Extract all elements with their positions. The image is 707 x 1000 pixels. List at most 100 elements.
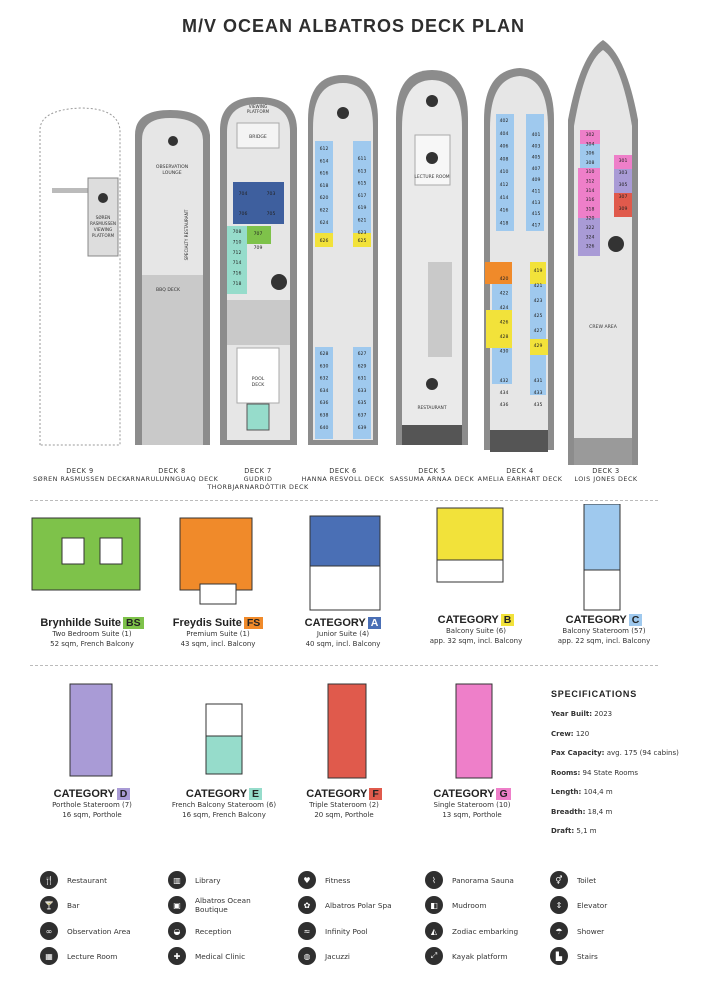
category-name: Brynhilde Suite bbox=[40, 617, 122, 629]
svg-text:LOUNGE: LOUNGE bbox=[162, 170, 181, 176]
cabin-number: 314 bbox=[586, 188, 595, 194]
cabin-number: 623 bbox=[358, 230, 367, 236]
cabin-number: 707 bbox=[254, 231, 263, 237]
cabin-number: 302 bbox=[586, 132, 595, 138]
cabin-number: 307 bbox=[619, 194, 628, 200]
cabin-number: 709 bbox=[254, 245, 263, 251]
legend-item: ∞Observation Area bbox=[40, 922, 131, 940]
cabin-number: 320 bbox=[586, 216, 595, 222]
library-icon: ▥ bbox=[168, 871, 186, 889]
svg-text:PLATFORM: PLATFORM bbox=[247, 109, 270, 114]
category-description: Junior Suite (4) bbox=[316, 630, 370, 638]
svg-text:SØREN: SØREN bbox=[96, 215, 111, 220]
svg-text:PLATFORM: PLATFORM bbox=[92, 233, 115, 238]
spa-icon: ✿ bbox=[298, 896, 316, 914]
category-size: 20 sqm, Porthole bbox=[314, 811, 374, 819]
category-description: Balcony Stateroom (57) bbox=[562, 627, 646, 635]
spec-row: Rooms: 94 State Rooms bbox=[551, 768, 638, 777]
legend-label: Zodiac embarking bbox=[452, 926, 519, 936]
deck-7-name: GUDRID THORBJARNARDÓTTIR DECK bbox=[207, 475, 309, 491]
legend-label: Stairs bbox=[577, 951, 598, 961]
cabin-number: 640 bbox=[320, 425, 329, 431]
cabin-number: 710 bbox=[233, 239, 242, 245]
category-code-badge: B bbox=[500, 614, 515, 626]
cabin-number: 629 bbox=[358, 363, 367, 369]
svg-text:DECK: DECK bbox=[252, 382, 266, 388]
cabin-number: 706 bbox=[239, 211, 248, 217]
fitness-icon: ♥ bbox=[298, 871, 316, 889]
category-code-badge: C bbox=[628, 614, 643, 626]
category-description: Single Stateroom (10) bbox=[433, 801, 511, 809]
category-code-badge: G bbox=[496, 788, 511, 800]
legend-item: ◧Mudroom bbox=[425, 896, 486, 914]
deck-3-name: LOIS JONES DECK bbox=[574, 475, 638, 483]
category-description: Porthole Stateroom (7) bbox=[52, 801, 132, 809]
legend-item: ✿Albatros Polar Spa bbox=[298, 896, 392, 914]
cabin-number: 415 bbox=[532, 211, 541, 217]
shower-icon: ☂ bbox=[550, 922, 568, 940]
category-size: 43 sqm, incl. Balcony bbox=[180, 640, 256, 648]
cabin-number: 718 bbox=[233, 281, 242, 287]
cabin-number: 615 bbox=[358, 181, 367, 187]
category-size: 13 sqm, Porthole bbox=[442, 811, 502, 819]
cabin-number: 631 bbox=[358, 376, 367, 382]
category-description: French Balcony Stateroom (6) bbox=[171, 801, 277, 809]
svg-text:SPECIALTY RESTAURANT: SPECIALTY RESTAURANT bbox=[184, 209, 189, 260]
legend-item: ☂ Shower bbox=[550, 922, 604, 940]
medical-icon: ✚ bbox=[168, 947, 186, 965]
legend-label: Mudroom bbox=[452, 900, 487, 910]
legend-item: ⤢Kayak platform bbox=[425, 947, 507, 965]
cabin-number: 407 bbox=[532, 166, 541, 172]
cabin-number: 616 bbox=[320, 171, 329, 177]
legend-label: Shower bbox=[577, 926, 605, 936]
legend-item: ▥Library bbox=[168, 871, 221, 889]
legend-label: Bar bbox=[67, 900, 80, 910]
deck-9-label: DECK 9 SØREN RASMUSSEN DECK bbox=[25, 467, 135, 483]
cabin-number: 408 bbox=[500, 156, 509, 162]
legend-item: ⌇ Panorama Sauna bbox=[425, 871, 514, 889]
legend-label: Kayak platform bbox=[452, 951, 508, 961]
legend-item: ⇕Elevator bbox=[550, 896, 607, 914]
cabin-number: 324 bbox=[586, 234, 595, 240]
legend-label: Panorama Sauna bbox=[452, 875, 514, 885]
cabin-number: 326 bbox=[586, 244, 595, 250]
cabin-number: 417 bbox=[532, 222, 541, 228]
cabin-number: 630 bbox=[320, 363, 329, 369]
cabin-number: 620 bbox=[320, 195, 329, 201]
cabin-number: 708 bbox=[233, 229, 242, 235]
svg-text:LECTURE ROOM: LECTURE ROOM bbox=[414, 174, 449, 180]
pool-icon: ≈ bbox=[298, 922, 316, 940]
legend-item: ≈Infinity Pool bbox=[298, 922, 368, 940]
legend-label: Restaurant bbox=[67, 875, 107, 885]
cabin-number: 637 bbox=[358, 413, 367, 419]
cabin-number: 310 bbox=[586, 169, 595, 175]
sauna-icon: ⌇ bbox=[425, 871, 443, 889]
cabin-number: 306 bbox=[586, 151, 595, 157]
cabin-number: 312 bbox=[586, 179, 595, 185]
specifications: SPECIFICATIONS Year Built: 2023 Crew: 12… bbox=[551, 689, 701, 847]
cabin-number: 409 bbox=[532, 177, 541, 183]
deck-8-name: ARNARULUNNGUAQ DECK bbox=[125, 475, 219, 483]
cabin-number: 413 bbox=[532, 200, 541, 206]
category-size: 16 sqm, French Balcony bbox=[182, 811, 266, 819]
category-name: Freydis Suite bbox=[172, 617, 242, 629]
legend-item: 🍴Restaurant bbox=[40, 871, 107, 889]
deck-8-number: DECK 8 bbox=[158, 467, 186, 475]
cabin-number: 422 bbox=[500, 291, 509, 297]
category-description: Premium Suite (1) bbox=[186, 630, 250, 638]
deck-4-plan bbox=[484, 68, 554, 452]
cabin-number: 416 bbox=[500, 208, 509, 214]
cabin-number: 628 bbox=[320, 351, 329, 357]
legend-item: ⚥Toilet bbox=[550, 871, 596, 889]
legend-item: ▦Lecture Room bbox=[40, 947, 117, 965]
bar-icon: 🍸 bbox=[40, 896, 58, 914]
deck-plans: SØREN RASMUSSEN VIEWING PLATFORM OBSERVA… bbox=[39, 40, 638, 465]
cabin-number: 612 bbox=[320, 146, 329, 152]
svg-text:VIEWING: VIEWING bbox=[94, 227, 113, 232]
svg-text:POOL: POOL bbox=[252, 376, 265, 382]
